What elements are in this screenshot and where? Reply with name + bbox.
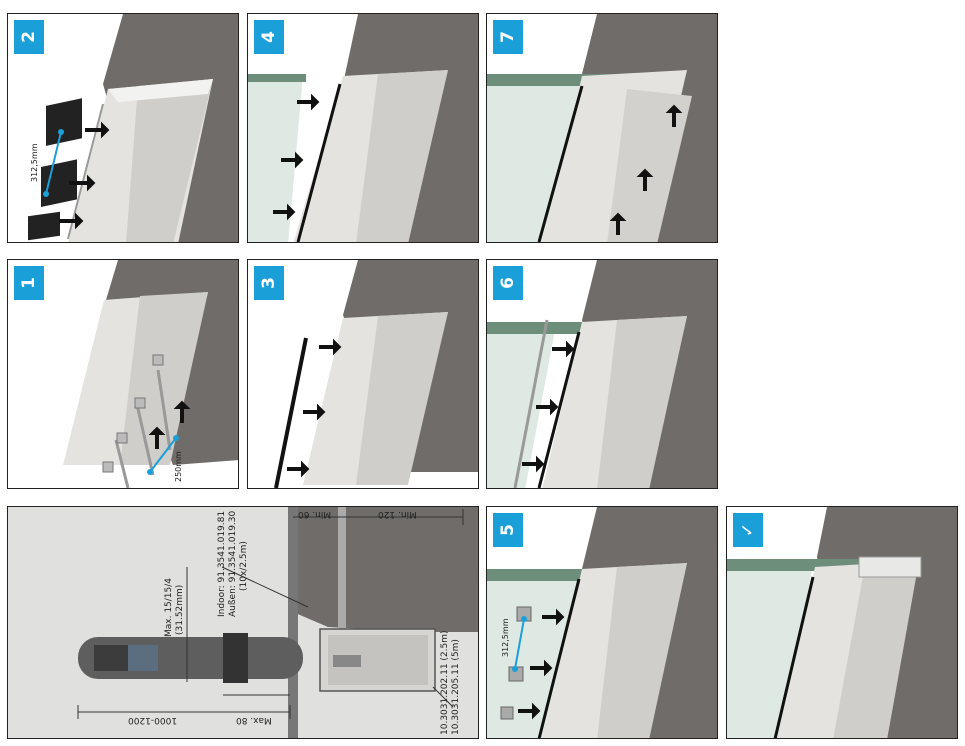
max-thickness-mm-label: (31.52mm) xyxy=(175,584,185,635)
step-4-illustration xyxy=(248,14,478,242)
step-7-illustration xyxy=(487,14,717,242)
panel-step-2: 2 312,5mm xyxy=(7,13,239,243)
width-1000-1200-label: 1000-1200 xyxy=(128,715,178,725)
step-3-illustration xyxy=(274,260,478,488)
section-drawing xyxy=(8,507,478,738)
panel-step-7: 7 xyxy=(486,13,718,243)
max-80-label: Max. 80 xyxy=(236,715,272,725)
panel-step-6: 6 xyxy=(486,259,718,489)
panel-step-done: ✓ xyxy=(726,506,958,739)
step-badge-3: 3 xyxy=(254,266,284,300)
step-badge-done: ✓ xyxy=(733,513,763,547)
step-done-illustration xyxy=(727,507,957,738)
section-drawing-panel: Max. 15/15/4 (31.52mm) Indoor: 91.3541.0… xyxy=(7,506,479,739)
step-badge-2: 2 xyxy=(14,20,44,54)
pack-label: (10x/2.5m) xyxy=(239,541,249,591)
step-1-illustration xyxy=(63,260,238,488)
panel-step-1: 1 250mm xyxy=(7,259,239,489)
panel-step-5: 5 312,5mm xyxy=(486,506,718,739)
step-6-illustration xyxy=(487,260,717,488)
max-thickness-label: Max. 15/15/4 xyxy=(164,577,174,637)
step-2-illustration xyxy=(28,14,238,242)
step-5-illustration xyxy=(487,507,717,738)
check-icon: ✓ xyxy=(738,522,758,538)
panel-step-4: 4 xyxy=(247,13,479,243)
spacing-label-250: 250mm xyxy=(174,451,183,482)
min-60-label: Min. 60 xyxy=(298,509,332,519)
profile-5m-label: 10.3031.205.11 (5m) xyxy=(451,639,461,735)
step-badge-6: 6 xyxy=(493,266,523,300)
panel-step-3: 3 xyxy=(247,259,479,489)
step-badge-1: 1 xyxy=(14,266,44,300)
step-badge-7: 7 xyxy=(493,20,523,54)
spacing-label-312-5-step5: 312,5mm xyxy=(501,618,510,658)
min-120-label: Min. 120 xyxy=(378,509,417,519)
indoor-article-label: Indoor: 91.3541.019.81 xyxy=(217,510,227,617)
step-badge-5: 5 xyxy=(493,513,523,547)
step-badge-4: 4 xyxy=(254,20,284,54)
outdoor-article-label: Außen: 91.3541.019.30 xyxy=(228,510,238,617)
profile-2-5m-label: 10.3031.202.11 (2.5m) xyxy=(440,630,450,735)
spacing-label-312-5: 312,5mm xyxy=(30,143,39,183)
